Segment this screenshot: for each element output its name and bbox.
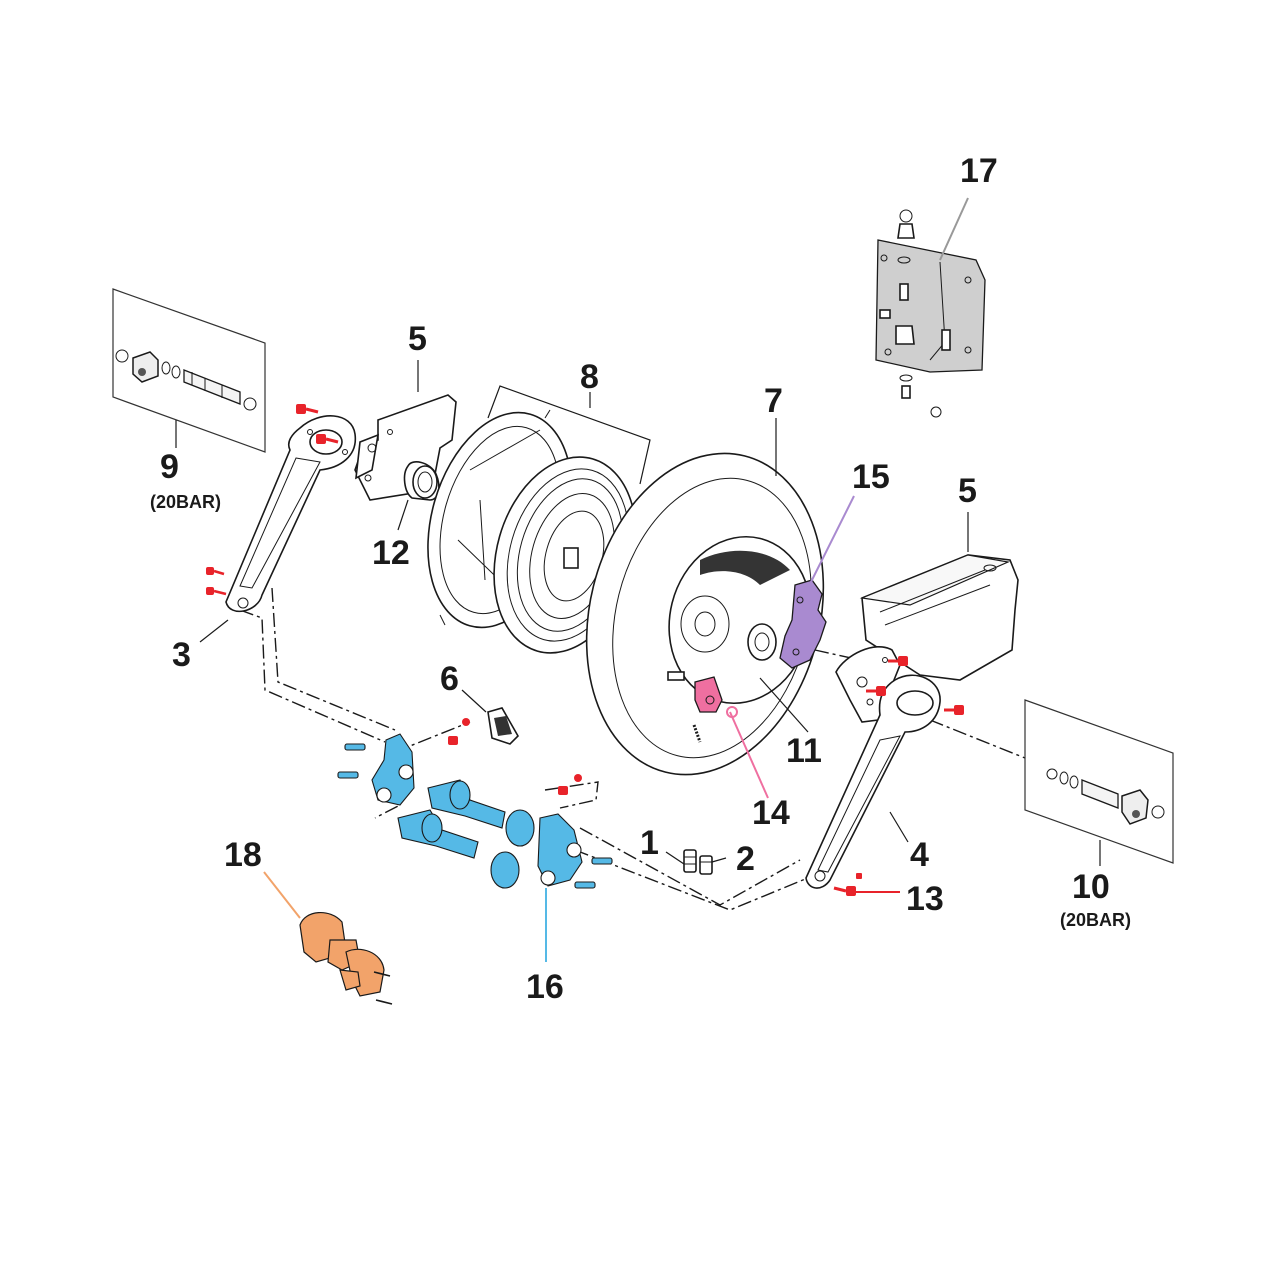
callout-8: 8 <box>580 358 599 396</box>
guide-6 <box>487 707 519 745</box>
ratchet-15 <box>779 579 827 669</box>
swivel-elbow-10 <box>1121 789 1149 825</box>
fasteners-red-guide <box>448 718 582 795</box>
callout-9: 9 <box>160 448 179 486</box>
bracket-5-right <box>835 554 1019 723</box>
fitting-2 <box>699 855 713 875</box>
bracket-17 <box>875 209 986 418</box>
callout-11: 11 <box>786 732 822 770</box>
callout-14: 14 <box>752 794 790 832</box>
callout-15: 15 <box>852 458 890 496</box>
callout-5-right: 5 <box>958 472 977 510</box>
callout-17: 17 <box>960 152 998 190</box>
kit-18 <box>299 912 385 997</box>
callout-1: 1 <box>640 824 659 862</box>
kit-box-10 <box>1024 699 1174 864</box>
callout-4: 4 <box>910 836 929 874</box>
roller-kit-16 <box>337 733 613 889</box>
callouts: 1 2 3 4 5 5 6 7 8 9 (20BAR) 10 (20BAR) 1… <box>150 152 1131 1006</box>
kit-18-screws <box>373 971 393 1005</box>
callout-12: 12 <box>372 534 410 572</box>
callout-7: 7 <box>764 382 783 420</box>
callout-5-left: 5 <box>408 320 427 358</box>
kit-box-9 <box>112 288 266 453</box>
callout-10-rating: (20BAR) <box>1060 910 1131 930</box>
arm-4 <box>805 674 941 889</box>
fasteners-red-arm-3 <box>206 404 339 596</box>
fitting-1 <box>683 849 697 873</box>
callout-9-rating: (20BAR) <box>150 492 221 512</box>
bearing-12 <box>403 461 440 501</box>
callout-16: 16 <box>526 968 564 1006</box>
drum-7 <box>585 452 825 776</box>
callout-3: 3 <box>172 636 191 674</box>
callout-6: 6 <box>440 660 459 698</box>
callout-2: 2 <box>736 840 755 878</box>
callout-10: 10 <box>1072 868 1110 906</box>
callout-18: 18 <box>224 836 262 874</box>
swivel-elbow-9 <box>132 351 159 383</box>
callout-13: 13 <box>906 880 944 918</box>
leader-lines <box>175 197 1101 962</box>
fasteners-red-right <box>833 656 964 896</box>
